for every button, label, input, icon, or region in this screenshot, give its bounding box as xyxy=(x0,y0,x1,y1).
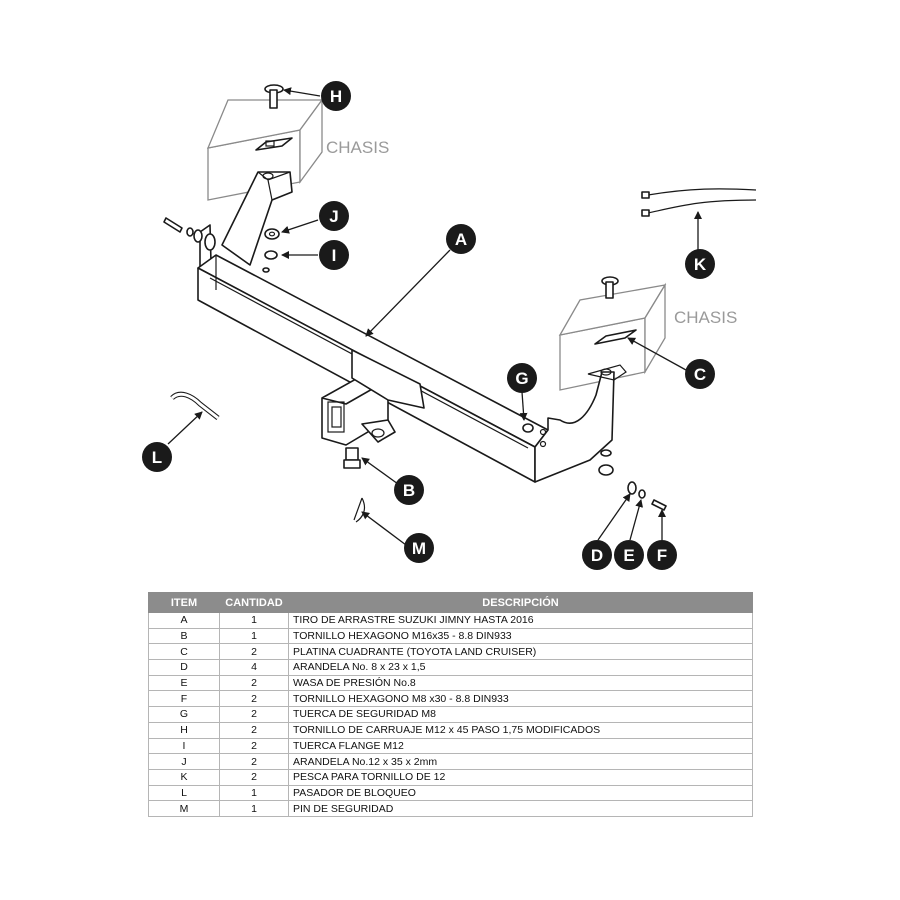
bolt-b xyxy=(343,447,361,469)
callout-h-letter: H xyxy=(330,87,342,106)
row-qty: 2 xyxy=(219,706,289,723)
chassis-left xyxy=(206,98,324,201)
row-item: L xyxy=(148,784,220,802)
callout-e-letter: E xyxy=(623,546,634,565)
callout-e: E xyxy=(614,540,644,570)
row-qty: 2 xyxy=(219,721,289,739)
callout-k: K xyxy=(685,249,715,279)
row-qty: 2 xyxy=(219,753,289,770)
callout-b-letter: B xyxy=(403,481,415,500)
row-description: TUERCA FLANGE M12 xyxy=(288,737,753,755)
carriage-bolt-h-left xyxy=(264,84,284,109)
row-item: K xyxy=(148,768,220,786)
row-description: ARANDELA No. 8 x 23 x 1,5 xyxy=(288,659,753,676)
bolt-left-end xyxy=(163,217,216,251)
callout-d: D xyxy=(582,540,612,570)
row-description: PESCA PARA TORNILLO DE 12 xyxy=(288,768,753,786)
callout-a-letter: A xyxy=(455,230,467,249)
security-pin-m xyxy=(353,497,366,523)
row-description: PLATINA CUADRANTE (TOYOTA LAND CRUISER) xyxy=(288,643,753,661)
row-qty: 1 xyxy=(219,784,289,802)
callout-m: M xyxy=(404,533,434,563)
row-item: G xyxy=(148,706,220,723)
callout-h: H xyxy=(321,81,351,111)
callout-i: I xyxy=(319,240,349,270)
row-description: TORNILLO DE CARRUAJE M12 x 45 PASO 1,75 … xyxy=(288,721,753,739)
callout-g: G xyxy=(507,363,537,393)
callout-j: J xyxy=(319,201,349,231)
washers-right xyxy=(522,423,667,511)
row-item: I xyxy=(148,737,220,755)
callout-l-letter: L xyxy=(152,448,162,467)
washer-j-and-nut-i xyxy=(262,228,280,273)
row-qty: 2 xyxy=(219,643,289,661)
callout-k-letter: K xyxy=(694,255,707,274)
row-qty: 2 xyxy=(219,737,289,755)
fish-bolts-k xyxy=(641,188,757,217)
row-qty: 2 xyxy=(219,768,289,786)
exploded-diagram: CHASIS CHASIS xyxy=(142,81,757,570)
row-item: A xyxy=(148,612,220,629)
callout-b: B xyxy=(394,475,424,505)
callout-l: L xyxy=(142,442,172,472)
row-qty: 2 xyxy=(219,690,289,708)
row-description: TUERCA DE SEGURIDAD M8 xyxy=(288,706,753,723)
row-qty: 1 xyxy=(219,612,289,629)
row-description: WASA DE PRESIÓN No.8 xyxy=(288,674,753,692)
callout-d-letter: D xyxy=(591,546,603,565)
callout-c-letter: C xyxy=(694,365,706,384)
row-description: PIN DE SEGURIDAD xyxy=(288,800,753,817)
callout-a: A xyxy=(446,224,476,254)
row-description: ARANDELA No.12 x 35 x 2mm xyxy=(288,753,753,770)
locking-pin-l xyxy=(170,391,220,420)
row-qty: 1 xyxy=(219,800,289,817)
carriage-bolt-h-right xyxy=(601,276,619,299)
row-item: D xyxy=(148,659,220,676)
row-item: B xyxy=(148,627,220,645)
table-header-row: ITEM CANTIDAD DESCRIPCIÓN xyxy=(148,592,753,613)
callout-c: C xyxy=(685,359,715,389)
tow-bar-assembly xyxy=(197,171,627,483)
chassis-right xyxy=(558,282,667,391)
callout-g-letter: G xyxy=(515,369,528,388)
row-qty: 2 xyxy=(219,674,289,692)
chasis-label-left: CHASIS xyxy=(326,138,389,157)
header-qty: CANTIDAD xyxy=(219,592,289,613)
row-qty: 1 xyxy=(219,627,289,645)
row-description: TORNILLO HEXAGONO M8 x30 - 8.8 DIN933 xyxy=(288,690,753,708)
callout-i-letter: I xyxy=(332,246,337,265)
row-item: H xyxy=(148,721,220,739)
row-description: PASADOR DE BLOQUEO xyxy=(288,784,753,802)
leader-lines xyxy=(167,87,702,546)
callout-f: F xyxy=(647,540,677,570)
row-description: TORNILLO HEXAGONO M16x35 - 8.8 DIN933 xyxy=(288,627,753,645)
header-item: ITEM xyxy=(148,592,220,613)
chasis-label-right: CHASIS xyxy=(674,308,737,327)
row-item: E xyxy=(148,674,220,692)
callout-m-letter: M xyxy=(412,539,426,558)
callout-f-letter: F xyxy=(657,546,667,565)
header-description: DESCRIPCIÓN xyxy=(288,592,753,613)
row-item: C xyxy=(148,643,220,661)
row-item: J xyxy=(148,753,220,770)
row-qty: 4 xyxy=(219,659,289,676)
row-description: TIRO DE ARRASTRE SUZUKI JIMNY HASTA 2016 xyxy=(288,612,753,629)
row-item: M xyxy=(148,800,220,817)
callout-j-letter: J xyxy=(329,207,338,226)
row-item: F xyxy=(148,690,220,708)
